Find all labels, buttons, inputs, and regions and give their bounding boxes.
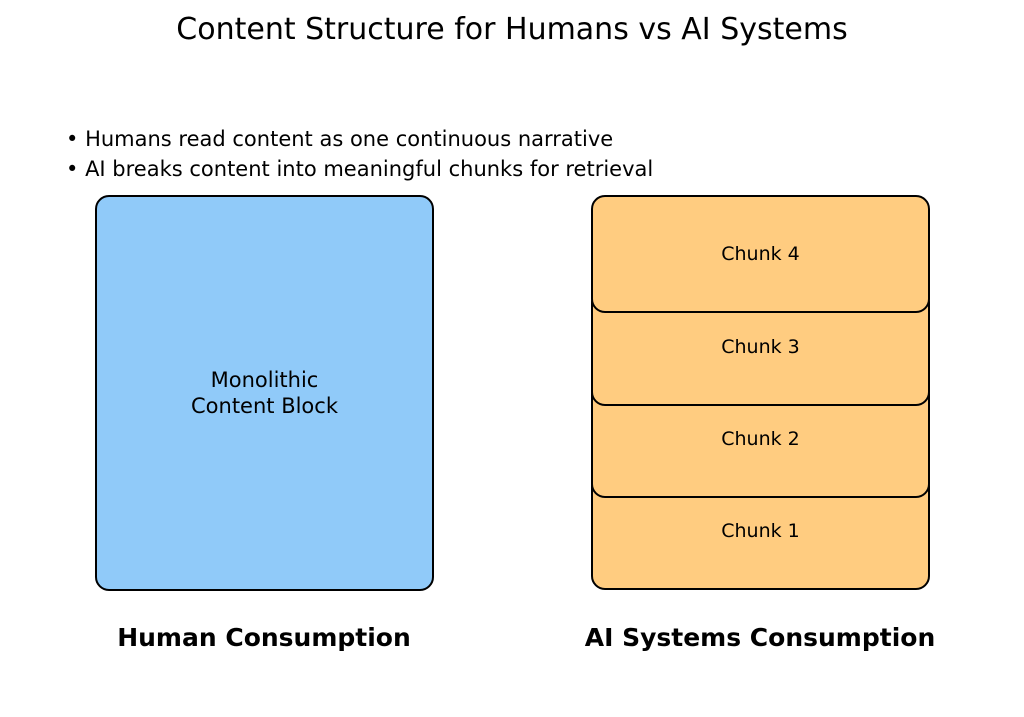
monolithic-block-label: Monolithic Content Block xyxy=(191,368,338,418)
chunk-4: Chunk 4 xyxy=(591,195,930,313)
bullet-human: Humans read content as one continuous na… xyxy=(66,124,653,154)
chunk-3-label: Chunk 3 xyxy=(721,336,800,358)
ai-consumption-caption: AI Systems Consumption xyxy=(584,623,936,652)
bullet-ai: AI breaks content into meaningful chunks… xyxy=(66,154,653,184)
human-consumption-caption: Human Consumption xyxy=(117,623,411,652)
chunk-2-label: Chunk 2 xyxy=(721,428,800,450)
monolithic-content-block: Monolithic Content Block xyxy=(95,195,434,591)
bullet-list: Humans read content as one continuous na… xyxy=(66,124,653,184)
chunk-4-label: Chunk 4 xyxy=(721,243,800,265)
chunk-1-label: Chunk 1 xyxy=(721,520,800,542)
diagram-title: Content Structure for Humans vs AI Syste… xyxy=(176,12,848,47)
